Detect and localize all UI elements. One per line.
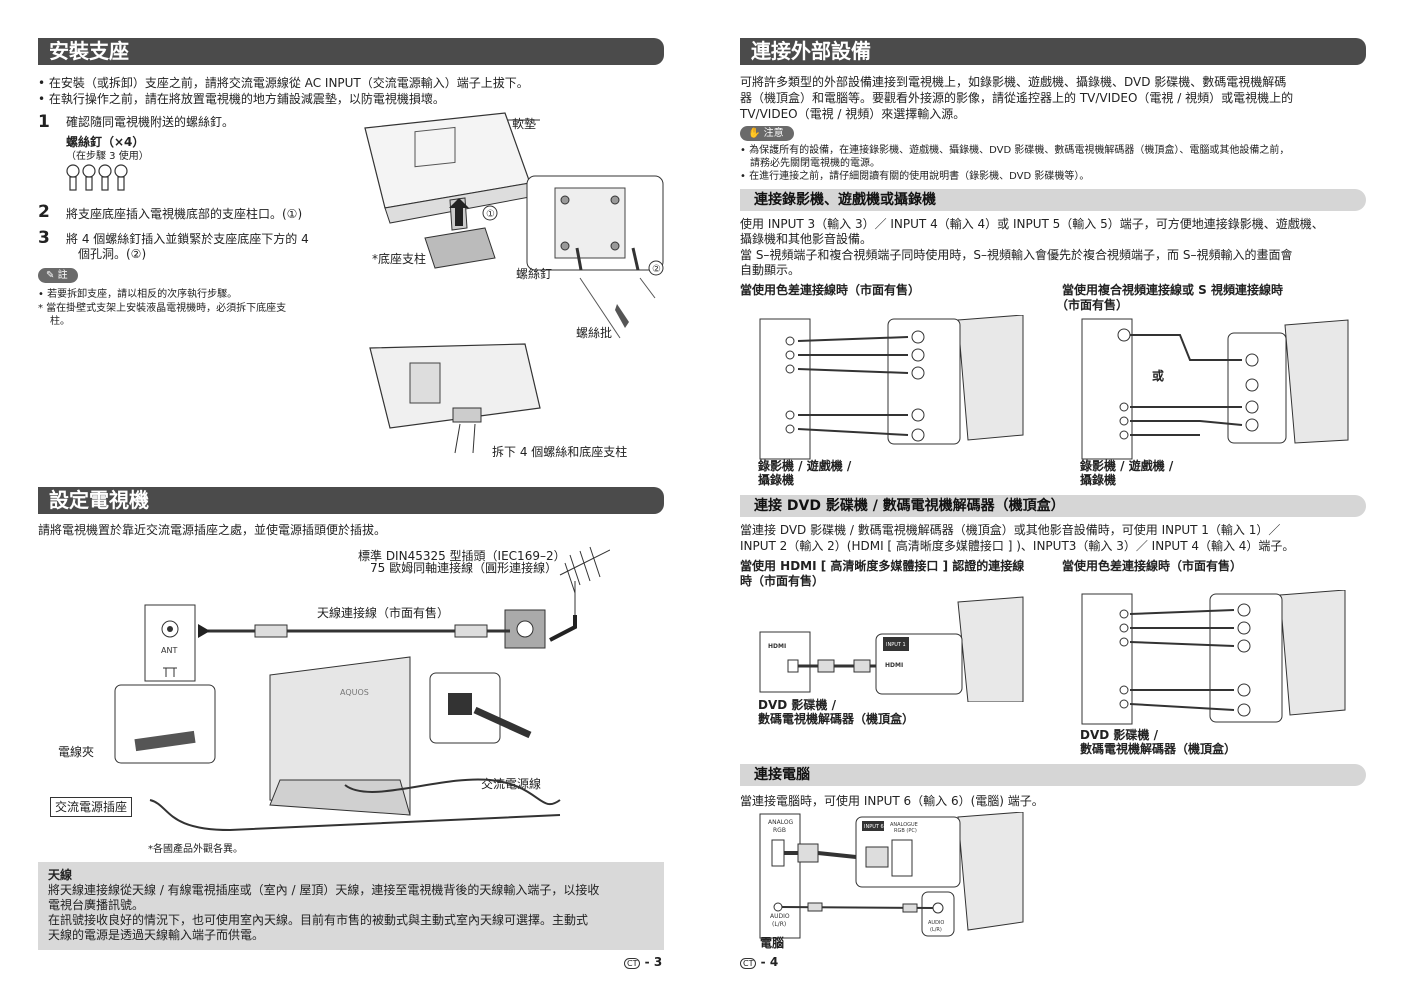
- dvd2-device-label-1: DVD 影碟機 /: [1080, 728, 1158, 742]
- note-badge: ✎ 註: [38, 268, 78, 283]
- antenna-line-4: 天線的電源是透過天線輸入端子而供電。: [48, 928, 265, 942]
- screws-icon: [66, 164, 128, 191]
- dvd2-device-label-2: 數碼電視機解碼器（機頂盒）: [1080, 742, 1237, 756]
- tv-brand: AQUOS: [340, 688, 369, 697]
- section-title-external: 連接外部設備: [740, 38, 1366, 65]
- tv-analog-label: ANALOGUE: [890, 822, 918, 828]
- pc-rgb-label: RGB: [773, 827, 786, 834]
- dvd-component-heading: 當使用色差連接線時（市面有售）: [1062, 559, 1243, 573]
- tv-lr-label: (L/R): [930, 927, 942, 933]
- input1-label: INPUT 1: [886, 642, 906, 648]
- antenna-info-box: [38, 862, 664, 950]
- label-remove-screws: 拆下 4 個螺絲和底座支柱: [492, 445, 628, 459]
- subsection-dvd: 連接 DVD 影碟機 / 數碼電視機解碼器（機頂盒）: [740, 495, 1366, 517]
- external-intro-2: 器（機頂盒）和電腦等。要觀看外接源的影像，請從遙控器上的 TV/VIDEO（電視…: [740, 91, 1294, 105]
- vcr-composite-heading-2: （市面有售）: [1056, 298, 1129, 312]
- tv-rgb-label: RGB (PC): [894, 828, 917, 834]
- dvd-device-label-2: 數碼電視機解碼器（機頂盒）: [758, 712, 915, 726]
- caution-line-2: 請務必先關閉電視機的電源。: [750, 158, 880, 169]
- label-pad: 軟墊: [512, 117, 537, 131]
- step-3-text-line2: 個孔洞。(②): [78, 247, 147, 261]
- label-screw: 螺絲釘: [516, 267, 553, 281]
- vcr-line-1: 使用 INPUT 3（輸入 3）／ INPUT 4（輸入 4）或 INPUT 5…: [740, 217, 1324, 231]
- step-2-text: 將支座底座插入電視機底部的支座柱口。(①): [66, 207, 303, 221]
- pc-device-label: 電腦: [760, 936, 785, 950]
- label-ac-outlet: 交流電源插座: [50, 797, 133, 817]
- label-coax-cable: 75 歐姆同軸連接線（圓形連接線）: [370, 561, 558, 575]
- dvd-component-diagram: [1081, 590, 1346, 725]
- label-antenna-cable: 天線連接線（市面有售）: [317, 606, 450, 620]
- label-screwdriver: 螺絲批: [576, 326, 613, 340]
- vcr-component-heading: 當使用色差連接線時（市面有售）: [740, 283, 921, 297]
- pc-lr-label: (L/R): [772, 921, 786, 928]
- step-number-1: 1: [38, 112, 50, 132]
- label-cable-clamp: 電線夾: [58, 745, 95, 759]
- dvd-hdmi-heading-2: 時（市面有售）: [740, 574, 825, 588]
- input6-label: INPUT 6: [864, 824, 884, 830]
- dvd-hdmi-diagram: HDMI INPUT 1 HDMI: [759, 596, 1024, 702]
- stand-install-illustration: ① ②: [364, 112, 664, 454]
- install-note-1: • 若要拆卸支座，請以相反的次序執行步驟。: [38, 289, 238, 300]
- pc-audio-label: AUDIO: [770, 913, 790, 920]
- dvd-line-1: 當連接 DVD 影碟機 / 數碼電視機解碼器（機頂盒）或其他影音設備時，可使用 …: [740, 523, 1281, 537]
- vcr-device-label-2: 攝錄機: [758, 473, 795, 487]
- callout-1: ①: [486, 209, 495, 220]
- install-bullet-1: • 在安裝（或拆卸）支座之前，請將交流電源線從 AC INPUT（交流電源輸入）…: [38, 76, 529, 90]
- vcr-line-2: 攝錄機和其他影音設備。: [740, 232, 873, 246]
- label-stand-post: *底座支柱: [372, 252, 427, 266]
- page-number-right: CT - 4: [740, 955, 778, 969]
- antenna-title: 天線: [48, 868, 73, 882]
- or-label: 或: [1152, 369, 1165, 383]
- install-note-2: * 當在掛壁式支架上安裝液晶電視機時，必須拆下底座支: [38, 303, 287, 314]
- hdmi-source-label: HDMI: [768, 643, 786, 650]
- tv-audio-label: AUDIO: [928, 920, 944, 926]
- section-title-install: 安裝支座: [38, 38, 664, 65]
- callout-2: ②: [652, 264, 661, 275]
- install-bullet-2: • 在執行操作之前，請在將放置電視機的地方鋪設減震墊，以防電視機損壞。: [38, 92, 445, 106]
- label-appearance-varies: *各國產品外觀各異。: [148, 844, 243, 855]
- caution-line-1: • 為保護所有的設備，在連接錄影機、遊戲機、攝錄機、DVD 影碟機、數碼電視機解…: [740, 145, 1290, 156]
- ant-label: ANT: [161, 646, 177, 655]
- antenna-line-1: 將天線連接線從天線 / 有線電視插座或（室內 / 屋頂）天線，連接至電視機背後的…: [48, 883, 600, 897]
- step-1-text: 確認隨同電視機附送的螺絲釘。: [66, 115, 235, 129]
- dvd-device-label-1: DVD 影碟機 /: [758, 698, 836, 712]
- pc-diagram: ANALOG RGB AUDIO (L/R) INPUT 6 ANALOGUE …: [759, 812, 1024, 939]
- section-title-setup: 設定電視機: [38, 487, 664, 514]
- external-intro-1: 可將許多類型的外部設備連接到電視機上，如錄影機、遊戲機、攝錄機、DVD 影碟機、…: [740, 75, 1287, 89]
- screw-title: 螺絲釘（×4）: [66, 135, 145, 149]
- subsection-vcr: 連接錄影機、遊戲機或攝錄機: [740, 189, 1366, 211]
- pc-line: 當連接電腦時，可使用 INPUT 6（輸入 6）(電腦) 端子。: [740, 794, 1044, 808]
- tv-setup-illustration: ANT AQUOS: [114, 546, 610, 832]
- pc-analog-label: ANALOG: [768, 819, 794, 826]
- antenna-line-2: 電視台廣播訊號。: [48, 898, 145, 912]
- subsection-pc: 連接電腦: [740, 764, 1366, 786]
- step-number-2: 2: [38, 202, 50, 222]
- vcr2-device-label-2: 攝錄機: [1080, 473, 1117, 487]
- vcr-device-label-1: 錄影機 / 遊戲機 /: [758, 459, 852, 473]
- vcr-line-4: 自動顯示。: [740, 263, 801, 277]
- caution-badge: ✋ 注意: [740, 126, 794, 141]
- caution-line-3: • 在進行連接之前，請仔細閱讀有關的使用說明書（錄影機、DVD 影碟機等）。: [740, 171, 1090, 182]
- hdmi-tv-label: HDMI: [885, 662, 903, 669]
- vcr-component-diagram: [759, 315, 1024, 460]
- antenna-line-3: 在訊號接收良好的情況下，也可使用室內天線。目前有市售的被動式與主動式室內天線可選…: [48, 913, 589, 927]
- step-number-3: 3: [38, 228, 50, 248]
- dvd-line-2: INPUT 2（輸入 2）(HDMI [ 高清晰度多媒體接口 ] )、INPUT…: [740, 539, 1295, 553]
- vcr-composite-diagram: [1081, 318, 1349, 460]
- dvd-hdmi-heading-1: 當使用 HDMI [ 高清晰度多媒體接口 ] 認證的連接線: [740, 559, 1025, 573]
- step-3-text-line1: 將 4 個螺絲釘插入並鎖緊於支座底座下方的 4: [66, 232, 309, 246]
- label-din-plug: 標準 DIN45325 型插頭（IEC169–2）: [358, 549, 566, 563]
- vcr-line-3: 當 S–視頻端子和複合視頻端子同時使用時，S–視頻輸入會優先於複合視頻端子，而 …: [740, 248, 1293, 262]
- page-number-left: CT - 3: [624, 955, 662, 969]
- vcr2-device-label-1: 錄影機 / 遊戲機 /: [1080, 459, 1174, 473]
- external-intro-3: TV/VIDEO（電視 / 視頻）來選擇輸入源。: [740, 107, 966, 121]
- install-note-3: 柱。: [50, 316, 70, 327]
- screw-note: （在步驟 3 使用）: [66, 151, 149, 162]
- setup-intro: 請將電視機置於靠近交流電源插座之處，並使電源插頭便於插拔。: [38, 523, 387, 537]
- vcr-composite-heading-1: 當使用複合視頻連接線或 S 視頻連接線時: [1062, 283, 1283, 297]
